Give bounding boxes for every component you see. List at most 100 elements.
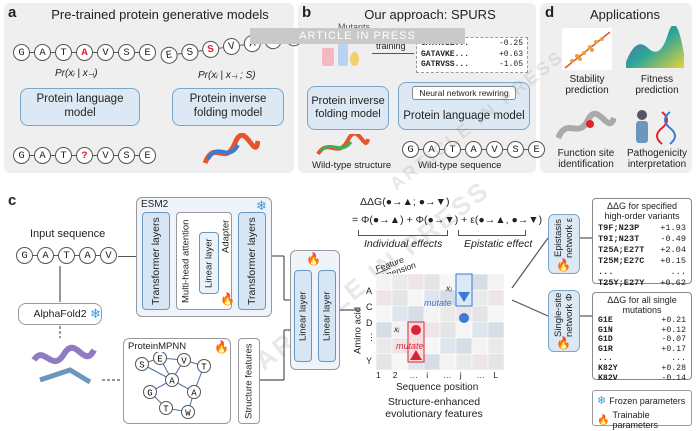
row-label: K82Y xyxy=(598,363,618,373)
epistatic-effect-label: Epistatic effect xyxy=(464,238,533,250)
feature-cell xyxy=(487,353,505,371)
svg-text:A: A xyxy=(191,389,197,399)
graph-node: E xyxy=(153,352,167,365)
aa-tick-a: A xyxy=(366,286,373,296)
feature-cell xyxy=(487,321,505,339)
svg-text:T: T xyxy=(163,405,169,415)
panel-a-plm-box: Protein language model xyxy=(20,88,140,126)
row-value: +1.93 xyxy=(660,223,686,233)
feature-cell xyxy=(455,337,473,355)
row-label: T9F;N23P xyxy=(598,223,640,233)
panel-a-title: Pre-trained protein generative models xyxy=(51,7,269,22)
row-value: +0.12 xyxy=(661,325,686,335)
panel-a-prob-right: Pr(xᵢ | x₋ᵢ ; S) xyxy=(198,70,256,81)
feature-cell xyxy=(471,273,489,291)
row-label: T25A;E27T xyxy=(598,245,645,255)
legend: ❄Frozen parameters 🔥Trainable parameters xyxy=(592,390,692,430)
residue: S xyxy=(507,141,524,158)
linear-layer-2 xyxy=(294,270,312,362)
mutate-label-1: mutate xyxy=(424,298,452,308)
row-value: -0.49 xyxy=(660,234,686,244)
residue-link xyxy=(30,51,34,54)
residue: A xyxy=(423,141,440,158)
residue-link xyxy=(419,148,423,151)
feature-cell xyxy=(439,353,457,371)
position-tick: … xyxy=(476,370,486,380)
row-label: K82V xyxy=(598,373,618,383)
panel-b-title: Our approach: SPURS xyxy=(364,7,496,22)
residue-link xyxy=(51,51,55,54)
svg-text:G: G xyxy=(147,389,152,399)
svg-text:T: T xyxy=(201,363,207,373)
feature-cell xyxy=(407,305,425,323)
panel-b-plm-label: Protein language model xyxy=(403,110,525,123)
panel-b-mutants-header: Mutants xyxy=(338,22,371,32)
graph-node: A xyxy=(165,373,179,387)
panel-a-prob-left: Pr(xᵢ | x₋ᵢ) xyxy=(55,68,98,79)
residue-link xyxy=(96,254,100,257)
residue: G xyxy=(13,147,30,164)
alphafold-label: AlphaFold2 xyxy=(33,307,87,320)
feature-cell xyxy=(391,289,409,307)
linear-layer-3 xyxy=(318,270,336,362)
residue-link xyxy=(72,154,76,157)
feature-cell xyxy=(375,353,393,371)
feature-cell xyxy=(423,273,441,291)
residue: G xyxy=(13,44,30,61)
table-row: K82V -0.14 xyxy=(598,374,686,384)
residue-link xyxy=(93,51,97,54)
panel-a-plm-label: Protein language model xyxy=(36,93,124,119)
row-value: ... xyxy=(670,267,686,277)
panel-a-label: a xyxy=(8,4,17,21)
residue-link xyxy=(72,51,76,54)
row-label: ... xyxy=(598,267,614,277)
proteinmpnn-label: ProteinMPNN xyxy=(128,341,187,352)
graph-node: T xyxy=(197,359,211,373)
panel-b-protein-image xyxy=(316,134,370,156)
row-value: +0.62 xyxy=(660,278,686,288)
svg-text:W: W xyxy=(185,409,191,419)
residue-link xyxy=(114,154,118,157)
feature-cell xyxy=(391,273,409,291)
wildtype-circle-blue xyxy=(459,313,469,323)
position-tick: 2 xyxy=(392,370,398,380)
feature-cell xyxy=(487,289,505,307)
position-tick: L xyxy=(493,370,498,380)
individual-effects-brace xyxy=(358,230,448,236)
row-value: +0.17 xyxy=(661,344,686,354)
function-site-icon xyxy=(556,110,616,140)
residue-link xyxy=(51,154,55,157)
residue: T xyxy=(55,44,72,61)
adapter-trainable-icon: 🔥 xyxy=(220,292,235,306)
graph-node: S xyxy=(135,357,149,371)
panel-d-title: Applications xyxy=(589,7,661,22)
table-row: K82Y+0.28 xyxy=(598,364,686,374)
wildtype-circle-red xyxy=(411,325,421,335)
row-value: -0.14 xyxy=(661,373,686,383)
row-label: G1D xyxy=(598,335,613,345)
residue-link xyxy=(114,51,118,54)
feature-cell xyxy=(423,305,441,323)
row-value: +0.63 xyxy=(498,49,523,59)
epistasis-network-label: Epistasis network ε xyxy=(553,217,575,259)
row-label: T25Y;E27Y xyxy=(598,278,645,288)
legend-frozen-icon: ❄ xyxy=(597,395,607,407)
app-pathogenicity: Pathogenicity interpretation xyxy=(626,148,688,170)
panel-a-pif-label: Protein inverse folding model xyxy=(189,93,267,119)
feature-cell xyxy=(487,273,505,291)
residue: S xyxy=(118,44,135,61)
residue-link xyxy=(440,148,444,151)
residue: A xyxy=(34,44,51,61)
linear-combine-trainable-icon: 🔥 xyxy=(306,252,321,266)
row-label: G1E xyxy=(598,316,613,325)
single-mutation-title: ΔΔG for all single mutations xyxy=(607,295,677,315)
epistasis-network-box xyxy=(548,214,580,274)
panel-b-mutant-table: GATAVSE...-0.25GATAVKE...+0.63GATRVSS...… xyxy=(416,37,528,73)
row-value: ... xyxy=(671,354,686,364)
row-label: T25M;E27C xyxy=(598,256,645,266)
features-caption: Structure-enhanced evolutionary features xyxy=(385,396,483,420)
panel-a-pif-box: Protein inverse folding model xyxy=(172,88,284,126)
